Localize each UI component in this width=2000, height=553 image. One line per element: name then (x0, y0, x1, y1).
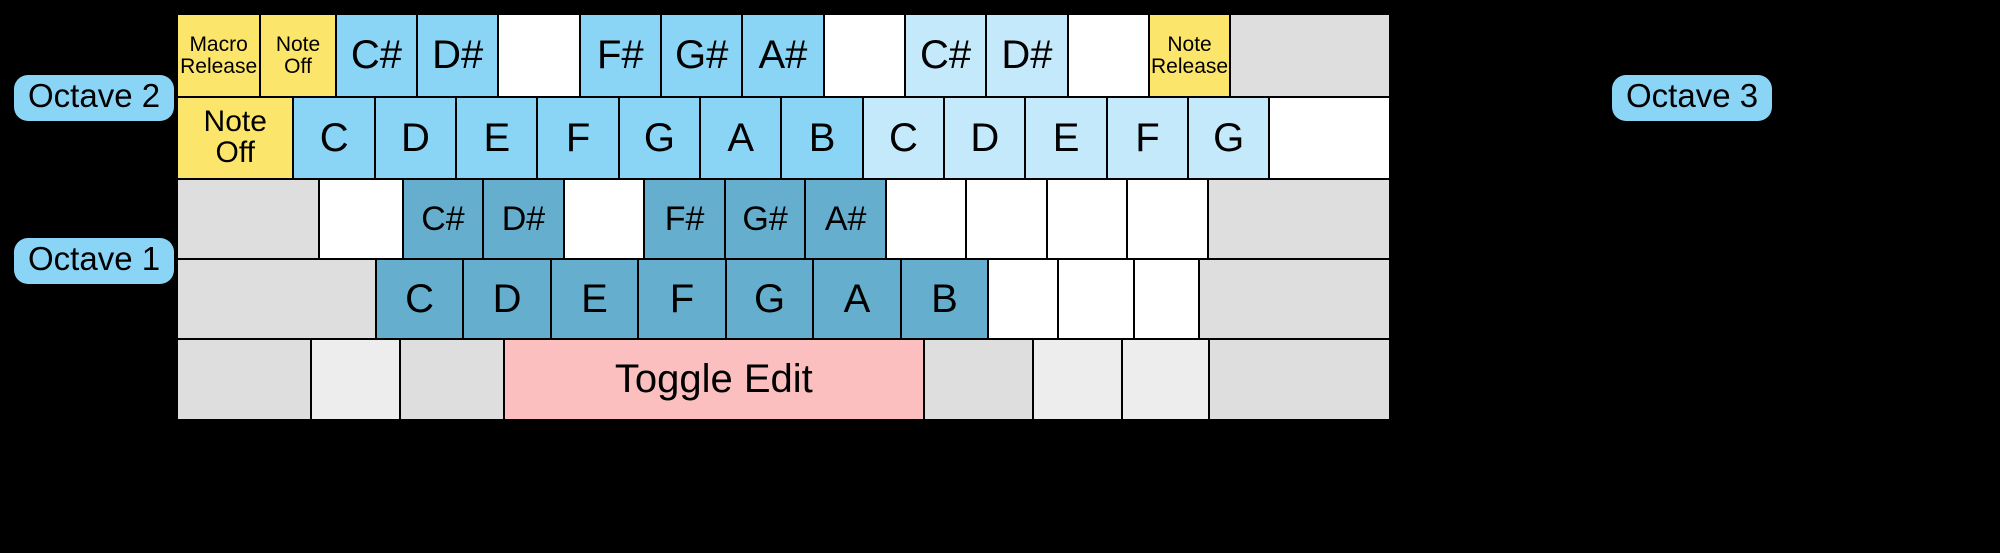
key-d-sharp[interactable]: D# (418, 15, 500, 98)
key-blank-r3-c12 (1128, 180, 1209, 260)
key-f-sharp[interactable]: F# (580, 15, 662, 98)
key-blank-r3-c10 (967, 180, 1048, 260)
key-f[interactable]: F (1107, 98, 1190, 180)
key-blank-r5-c8 (1210, 340, 1389, 419)
key-c[interactable]: C (376, 260, 465, 340)
key-blank-r1-c12 (1068, 15, 1150, 98)
key-blank-r1-c5 (499, 15, 581, 98)
key-c[interactable]: C (294, 98, 376, 180)
key-e[interactable]: E (551, 260, 640, 340)
key-b[interactable]: B (782, 98, 864, 180)
octave-3-label: Octave 3 (1612, 75, 1773, 121)
octave-2-label: Octave 2 (14, 75, 175, 121)
key-blank-r5-c2 (312, 340, 402, 419)
key-g-sharp[interactable]: G# (725, 180, 807, 260)
key-d-sharp[interactable]: D# (987, 15, 1069, 98)
key-macro-release[interactable]: Macro Release (178, 15, 262, 98)
key-d[interactable]: D (375, 98, 458, 180)
row-black-keys-lower: C#D# F#G#A# (178, 180, 1389, 260)
key-g[interactable]: G (726, 260, 815, 340)
key-blank-r3-c1 (178, 180, 321, 260)
key-blank-r1-c14 (1231, 15, 1389, 98)
key-blank-r5-c5 (924, 340, 1034, 419)
key-a[interactable]: A (814, 260, 902, 340)
key-blank-r4-c9 (989, 260, 1060, 340)
key-f-sharp[interactable]: F# (645, 180, 726, 260)
key-f[interactable]: F (639, 260, 727, 340)
key-blank-r5-c3 (401, 340, 505, 419)
key-e[interactable]: E (1026, 98, 1108, 180)
key-g-sharp[interactable]: G# (662, 15, 744, 98)
key-blank-r5-c1 (178, 340, 313, 419)
key-blank-r3-c2 (320, 180, 404, 260)
row-bottom-controls: Toggle Edit (178, 340, 1389, 419)
key-g[interactable]: G (1189, 98, 1271, 180)
key-e[interactable]: E (457, 98, 539, 180)
key-note-release[interactable]: Note Release (1149, 15, 1232, 98)
key-c-sharp[interactable]: C# (403, 180, 485, 260)
key-d[interactable]: D (945, 98, 1027, 180)
key-a-sharp[interactable]: A# (806, 180, 887, 260)
key-d[interactable]: D (464, 260, 552, 340)
octave-1-label: Octave 1 (14, 238, 175, 284)
key-blank-r4-c10 (1059, 260, 1136, 340)
key-a-sharp[interactable]: A# (743, 15, 825, 98)
key-c-sharp[interactable]: C# (336, 15, 419, 98)
key-blank-r3-c13 (1209, 180, 1389, 260)
key-blank-r3-c9 (886, 180, 968, 260)
key-a[interactable]: A (701, 98, 783, 180)
key-blank-r5-c7 (1123, 340, 1211, 419)
key-blank-r4-c11 (1135, 260, 1200, 340)
key-c[interactable]: C (863, 98, 946, 180)
key-blank-r3-c5 (564, 180, 646, 260)
key-blank-r4-c12 (1199, 260, 1389, 340)
key-note-off[interactable]: Note Off (178, 98, 295, 180)
key-blank-r1-c9 (824, 15, 906, 98)
key-c-sharp[interactable]: C# (905, 15, 988, 98)
key-blank-r3-c11 (1047, 180, 1129, 260)
key-f[interactable]: F (538, 98, 620, 180)
key-blank-r4-c1 (178, 260, 377, 340)
key-d-sharp[interactable]: D# (484, 180, 565, 260)
key-note-off[interactable]: Note Off (261, 15, 337, 98)
key-toggle-edit[interactable]: Toggle Edit (504, 340, 925, 419)
key-b[interactable]: B (901, 260, 990, 340)
key-blank-r2-c14 (1270, 98, 1389, 180)
key-blank-r5-c6 (1033, 340, 1123, 419)
key-g[interactable]: G (619, 98, 702, 180)
